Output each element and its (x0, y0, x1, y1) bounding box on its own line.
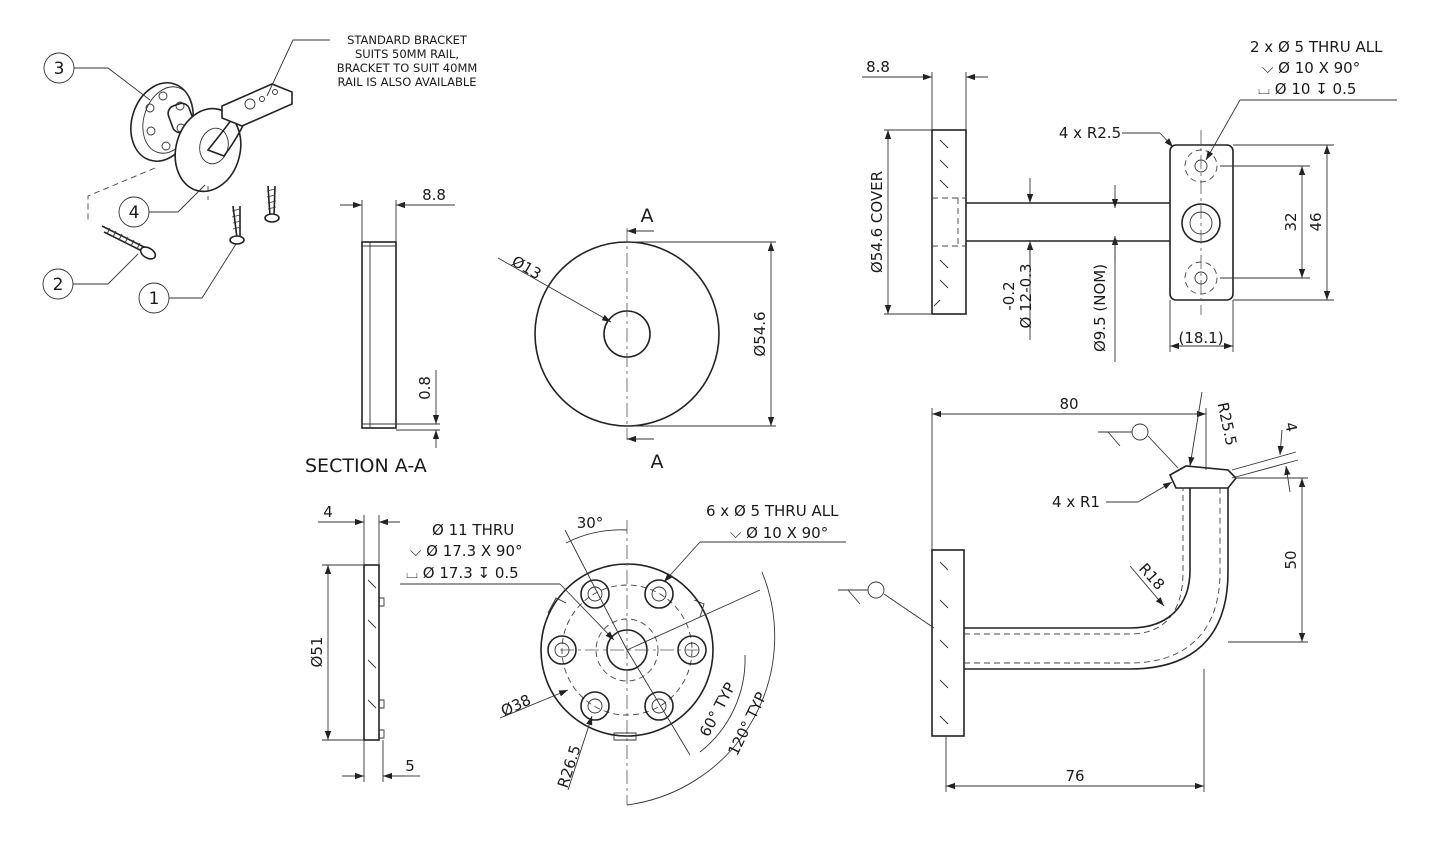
svg-text:(18.1): (18.1) (1178, 329, 1223, 347)
svg-text:Ø54.6 COVER: Ø54.6 COVER (868, 171, 886, 273)
base-plate-side-view: 4 Ø51 5 (308, 503, 420, 782)
svg-text:4 x R2.5: 4 x R2.5 (1059, 124, 1121, 142)
section-marker-top: A (641, 205, 654, 227)
bracket-note: STANDARD BRACKET SUITS 50MM RAIL, BRACKE… (266, 33, 478, 97)
arm-saddle (1168, 465, 1238, 489)
svg-text:Ø9.5 (NOM): Ø9.5 (NOM) (1091, 264, 1109, 352)
screw-1a-icon (229, 205, 245, 245)
datum-symbol-left (838, 581, 935, 629)
svg-text:0.8: 0.8 (416, 376, 434, 400)
section-title: SECTION A-A (305, 455, 427, 477)
svg-text:76: 76 (1065, 767, 1084, 785)
clip-tabs (547, 597, 705, 741)
svg-text:8.8: 8.8 (422, 186, 446, 204)
screw-1b-icon (264, 185, 280, 223)
svg-text:2 x Ø 5 THRU ALL: 2 x Ø 5 THRU ALL (1250, 38, 1383, 56)
svg-text:R26.5: R26.5 (554, 743, 585, 790)
svg-text:4: 4 (129, 203, 140, 223)
assembly-centerline (87, 167, 209, 222)
svg-text:SUITS 50MM RAIL,: SUITS 50MM RAIL, (355, 47, 459, 61)
svg-text:Ø54.6: Ø54.6 (751, 311, 769, 356)
svg-text:4: 4 (1281, 420, 1301, 433)
svg-text:5: 5 (405, 757, 415, 775)
svg-text:⌵ Ø 17.3 X 90°: ⌵ Ø 17.3 X 90° (410, 542, 523, 560)
bracket-side-view: 8.8 Ø54.6 COVER -0.2 Ø 12-0.3 Ø9.5 (NOM)… (862, 38, 1397, 362)
base-plate-front-view: Ø 11 THRU ⌵ Ø 17.3 X 90° ⌴ Ø 17.3 ↧ 0.5 … (400, 502, 846, 806)
svg-text:6 x Ø 5 THRU ALL: 6 x Ø 5 THRU ALL (706, 502, 839, 520)
section-a-a-view: 8.8 0.8 SECTION A-A (305, 186, 455, 477)
svg-text:4 x R1: 4 x R1 (1052, 493, 1100, 511)
svg-text:R25.5: R25.5 (1214, 401, 1241, 448)
svg-text:⌴ Ø 17.3 ↧ 0.5: ⌴ Ø 17.3 ↧ 0.5 (406, 564, 519, 582)
svg-text:50: 50 (1282, 550, 1300, 569)
svg-text:⌵ Ø 10 X 90°: ⌵ Ø 10 X 90° (1262, 59, 1360, 77)
svg-text:Ø13: Ø13 (509, 252, 545, 283)
section-marker-bottom: A (651, 451, 664, 473)
svg-text:STANDARD BRACKET: STANDARD BRACKET (347, 33, 468, 47)
svg-text:-0.2: -0.2 (1000, 281, 1018, 310)
svg-text:8.8: 8.8 (866, 58, 890, 76)
bolt-holes (547, 579, 707, 721)
balloon-2: 2 (42, 253, 139, 300)
svg-text:2: 2 (53, 275, 64, 295)
svg-text:4: 4 (323, 503, 333, 521)
screw-2-icon (101, 225, 157, 260)
svg-text:Ø 12-0.3: Ø 12-0.3 (1017, 264, 1035, 329)
svg-text:RAIL IS ALSO AVAILABLE: RAIL IS ALSO AVAILABLE (337, 75, 476, 89)
arm-illustration (206, 83, 293, 157)
svg-text:30°: 30° (577, 514, 604, 532)
balloon-1: 1 (138, 243, 237, 314)
isometric-assembly: 3 4 2 1 STANDARD BRACKET SUITS 50MM RAIL… (42, 33, 478, 314)
svg-text:Ø51: Ø51 (308, 637, 326, 668)
datum-symbol-top (1098, 423, 1179, 469)
screw-illustrations (101, 185, 280, 260)
svg-text:⌵ Ø 10 X 90°: ⌵ Ø 10 X 90° (730, 524, 828, 542)
svg-text:46: 46 (1307, 212, 1325, 231)
balloon-3: 3 (43, 52, 151, 101)
svg-text:Ø 11 THRU: Ø 11 THRU (432, 521, 514, 539)
svg-text:R18: R18 (1135, 560, 1168, 594)
svg-text:⌴ Ø 10 ↧ 0.5: ⌴ Ø 10 ↧ 0.5 (1258, 80, 1356, 98)
svg-text:BRACKET TO SUIT 40MM: BRACKET TO SUIT 40MM (337, 61, 478, 75)
svg-text:1: 1 (149, 289, 160, 309)
svg-text:Ø38: Ø38 (498, 691, 534, 720)
arm-outline (964, 485, 1229, 670)
svg-text:60° TYP: 60° TYP (696, 679, 739, 739)
svg-text:3: 3 (54, 59, 65, 79)
cover-front-view: A A Ø13 Ø54.6 (497, 205, 776, 473)
balloon-4: 4 (118, 184, 206, 228)
bracket-arm-view: 80 R25.5 4 4 x R1 R18 50 76 (838, 391, 1308, 792)
svg-text:80: 80 (1059, 395, 1078, 413)
svg-text:32: 32 (1282, 212, 1300, 231)
